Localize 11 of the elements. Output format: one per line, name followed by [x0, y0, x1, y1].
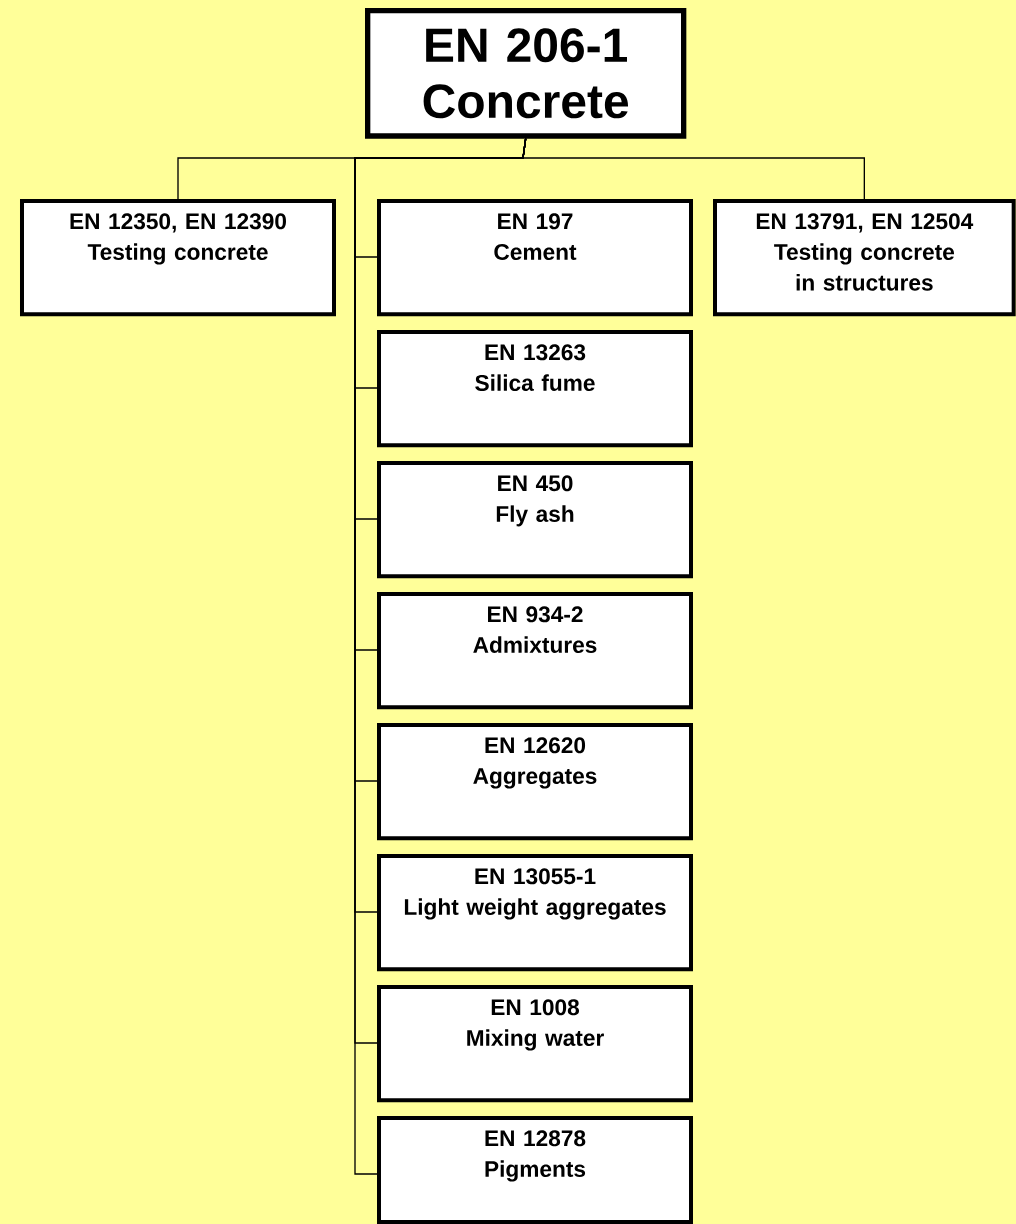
- standard-box: EN 12350, EN 12390 Testing concrete: [20, 199, 336, 317]
- standard-box: EN 206-1 Concrete: [365, 8, 687, 139]
- standard-box: EN 13055-1 Light weight aggregates: [377, 854, 693, 972]
- standard-box: EN 197 Cement: [377, 199, 693, 317]
- standard-box: EN 1008 Mixing water: [377, 985, 693, 1103]
- standard-box: EN 12878 Pigments: [377, 1116, 693, 1224]
- standard-box: EN 12620 Aggregates: [377, 723, 693, 841]
- standard-box: EN 934-2 Admixtures: [377, 592, 693, 710]
- standard-box: EN 450 Fly ash: [377, 461, 693, 579]
- standard-box: EN 13263 Silica fume: [377, 330, 693, 448]
- standard-box: EN 13791, EN 12504 Testing concrete in structures: [713, 199, 1016, 317]
